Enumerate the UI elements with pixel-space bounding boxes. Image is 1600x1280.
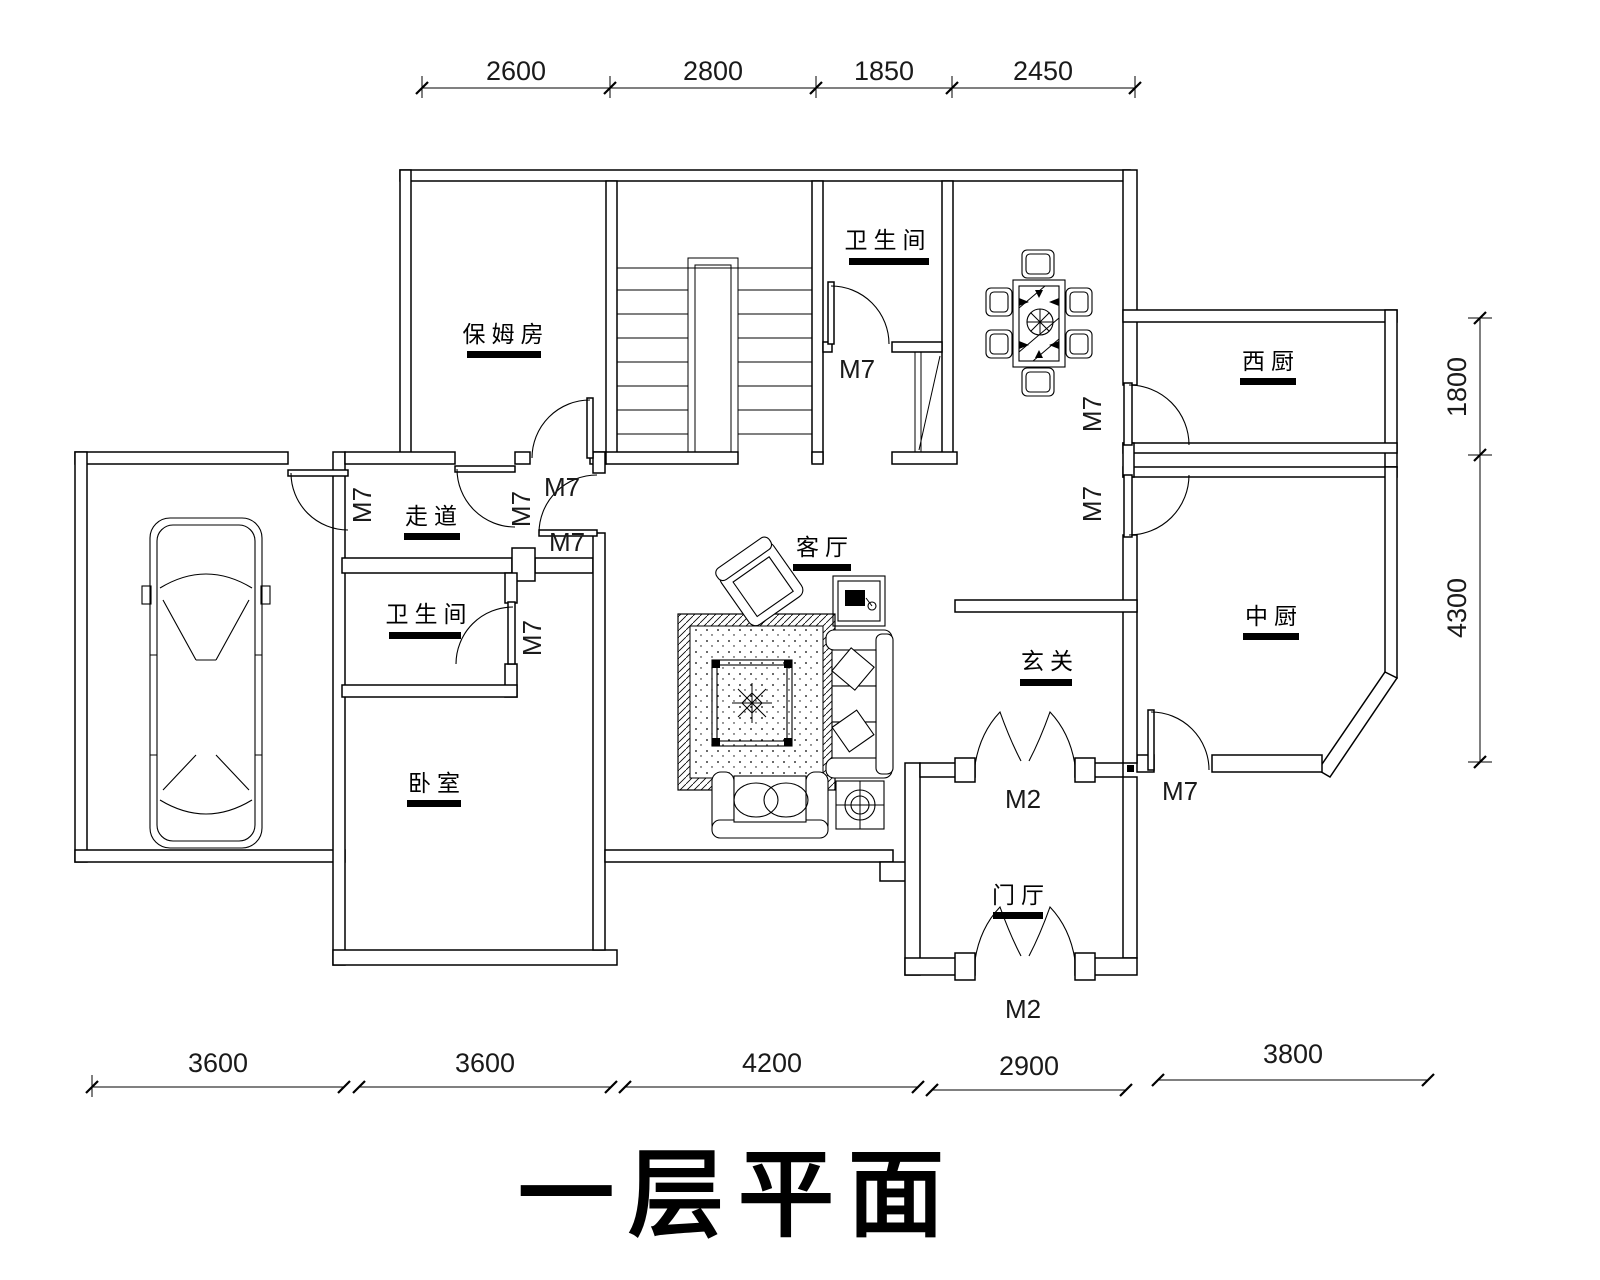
drawing-title: 一层平面 bbox=[518, 1142, 958, 1249]
room-label-nanny: 保姆房 bbox=[463, 321, 550, 347]
room-label-corridor: 走道 bbox=[405, 503, 463, 529]
dim-top-4: 2450 bbox=[1013, 56, 1073, 86]
dim-bottom-4: 2900 bbox=[999, 1051, 1059, 1081]
room-label-chinese-kitchen: 中厨 bbox=[1245, 603, 1303, 629]
car bbox=[141, 517, 271, 849]
door-mark-m7: M7 bbox=[549, 527, 585, 557]
dimension-right: 1800 4300 bbox=[1442, 311, 1492, 769]
door-leaf bbox=[287, 469, 349, 477]
door-mark-m7: M7 bbox=[1162, 776, 1198, 806]
door-mark-m7: M7 bbox=[544, 472, 580, 502]
loveseat bbox=[711, 771, 829, 839]
dining-chairs bbox=[985, 249, 1093, 397]
dim-top-2: 2800 bbox=[683, 56, 743, 86]
staircase bbox=[617, 257, 812, 452]
door-mark-m7: M7 bbox=[506, 491, 536, 527]
dim-bottom-5: 3800 bbox=[1263, 1039, 1323, 1069]
door-marks: M7 M7 M7 M7 M7 M7 M7 M7 M7 M2 M2 bbox=[347, 354, 1198, 1024]
dining-set bbox=[985, 249, 1093, 397]
label-underline bbox=[467, 351, 541, 358]
room-label-entry: 玄关 bbox=[1021, 648, 1079, 674]
room-label-living-room: 客厅 bbox=[796, 534, 854, 560]
room-label-west-kitchen: 西厨 bbox=[1242, 348, 1300, 374]
door-mark-m2: M2 bbox=[1005, 784, 1041, 814]
room-labels: 保姆房 卫生间 西厨 走道 卫生间 卧室 客厅 中厨 玄关 门厅 bbox=[386, 227, 1303, 919]
sofa-pillow bbox=[831, 647, 875, 691]
dim-top-3: 1850 bbox=[854, 56, 914, 86]
room-label-foyer: 门厅 bbox=[992, 882, 1050, 908]
door-mark-m7: M7 bbox=[517, 620, 547, 656]
door-mark-m7: M7 bbox=[839, 354, 875, 384]
rug-star bbox=[732, 683, 772, 723]
dim-bottom-3: 4200 bbox=[742, 1048, 802, 1078]
dim-bottom-2: 3600 bbox=[455, 1048, 515, 1078]
door-mark-m7: M7 bbox=[1077, 486, 1107, 522]
room-label-bedroom: 卧室 bbox=[408, 770, 466, 796]
dimension-bottom: 3600 3600 4200 2900 3800 bbox=[85, 1039, 1435, 1097]
tv-icon bbox=[845, 590, 865, 606]
side-table bbox=[835, 780, 885, 830]
door-swing-arc bbox=[290, 472, 349, 531]
dim-right-1: 1800 bbox=[1442, 357, 1472, 417]
dining-table bbox=[1012, 279, 1066, 368]
armchair bbox=[715, 536, 804, 627]
dim-top-1: 2600 bbox=[486, 56, 546, 86]
room-label-bathroom-upper: 卫生间 bbox=[845, 227, 932, 253]
tv-cabinet bbox=[832, 575, 886, 627]
dimension-top: 2600 2800 1850 2450 bbox=[415, 56, 1142, 98]
car-mirror bbox=[141, 585, 152, 605]
double-door-leaf bbox=[974, 710, 1022, 766]
doors bbox=[287, 281, 1210, 961]
sofa bbox=[825, 629, 894, 779]
walls bbox=[74, 169, 1399, 981]
room-label-bathroom-lower: 卫生间 bbox=[386, 601, 473, 627]
door-mark-m7: M7 bbox=[347, 487, 377, 523]
dim-bottom-1: 3600 bbox=[188, 1048, 248, 1078]
door-mark-m7: M7 bbox=[1077, 396, 1107, 432]
living-room-set bbox=[677, 536, 894, 839]
dim-right-2: 4300 bbox=[1442, 578, 1472, 638]
door-mark-m2: M2 bbox=[1005, 994, 1041, 1024]
